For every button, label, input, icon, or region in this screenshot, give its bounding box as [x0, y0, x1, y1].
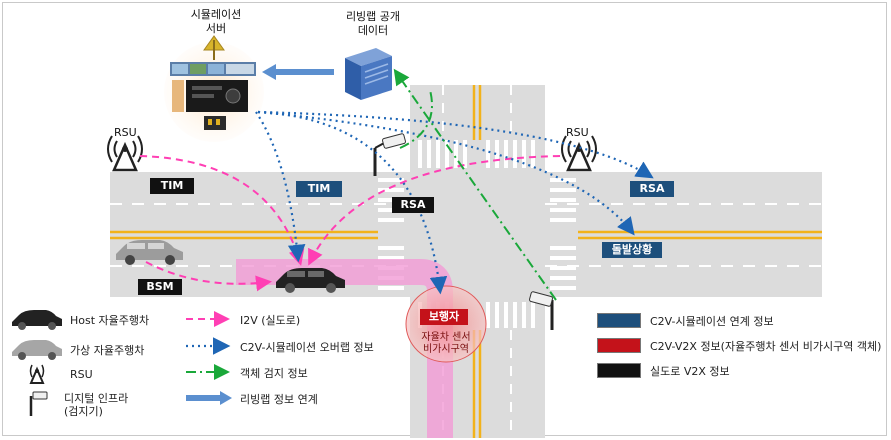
object-detect-arrow-top	[399, 89, 433, 149]
legend-c2v-sim-label: C2V-시뮬레이션 연계 정보	[650, 315, 774, 328]
public-data-server-icon	[345, 48, 392, 100]
legend-livinglab-arrowhead	[220, 391, 232, 405]
legend-c2v-sim-swatch	[597, 313, 641, 328]
object-detect-arrow-bottom	[393, 68, 557, 301]
incident-blue-tag: 돌발상황	[602, 242, 662, 258]
public-data-label: 리빙랩 공개 데이터	[336, 10, 410, 38]
tim-black-tag: TIM	[150, 178, 194, 194]
blind-zone-label: 자율차 센서 비가시구역	[414, 332, 478, 356]
bsm-black-tag: BSM	[138, 279, 182, 295]
legend-rsu-icon	[29, 364, 45, 384]
livinglab-link-arrowhead	[262, 64, 276, 80]
rsu-right-icon	[561, 135, 597, 172]
blind-zone-line1: 자율차 센서	[421, 332, 471, 343]
host-vehicle-icon	[276, 268, 345, 293]
public-data-label-line1: 리빙랩 공개	[345, 10, 401, 23]
virtual-vehicle-icon	[116, 240, 183, 265]
c2v-arrow-incident	[257, 110, 635, 236]
public-data-label-line2: 데이터	[357, 24, 389, 37]
rsa-blue-tag: RSA	[630, 181, 674, 197]
i2v-arrow-rsu-right	[308, 155, 561, 266]
blind-zone-line2: 비가시구역	[423, 344, 469, 355]
legend-digital-infra-line1: 디지털 인프라	[64, 392, 129, 405]
legend-real-v2x-label: 실도로 V2X 정보	[650, 365, 730, 378]
camera-bottom-icon	[529, 291, 554, 330]
i2v-arrow-rsu-left	[139, 155, 305, 266]
rsu-left-icon	[107, 135, 143, 172]
c2v-arrow-pedestrian	[257, 110, 448, 295]
legend-c2v-overlap-label: C2V-시뮬레이션 오버랩 정보	[240, 341, 374, 354]
tim-blue-tag: TIM	[296, 181, 342, 197]
server-label-line2: 서버	[205, 22, 227, 35]
rsu-left-label: RSU	[114, 126, 137, 139]
legend-livinglab-label: 리빙랩 정보 연계	[240, 393, 318, 406]
server-label-line1: 시뮬레이션	[190, 8, 242, 21]
simulation-server-icon	[164, 35, 264, 142]
camera-top-icon	[373, 133, 406, 176]
legend-i2v-label: I2V (실도로)	[240, 314, 301, 327]
legend-c2v-v2x-swatch	[597, 338, 641, 353]
crosswalk-top	[418, 140, 535, 168]
legend-host-vehicle-icon	[12, 310, 62, 330]
legend-host-vehicle-label: Host 자율주행차	[70, 314, 150, 327]
legend-rsu-label: RSU	[70, 368, 93, 381]
legend-virtual-vehicle-icon	[12, 340, 62, 360]
pedestrian-red-tag: 보행자	[420, 309, 468, 325]
i2v-arrow-bsm	[145, 261, 272, 292]
rsu-right-label: RSU	[566, 126, 589, 139]
legend-digital-infra-label: 디지털 인프라 (검지기)	[64, 392, 128, 418]
legend-real-v2x-swatch	[597, 363, 641, 378]
simulation-server-label: 시뮬레이션 서버	[188, 8, 244, 36]
legend-digital-infra-line2: (검지기)	[64, 405, 103, 418]
legend-c2v-v2x-label: C2V-V2X 정보(자율주행차 센서 비가시구역 객체)	[650, 340, 882, 353]
c2v-arrow-tim	[255, 111, 306, 263]
legend-virtual-vehicle-label: 가상 자율주행차	[70, 344, 145, 357]
rsa-black-tag: RSA	[392, 197, 434, 213]
legend-object-detect-label: 객체 검지 정보	[240, 367, 308, 380]
legend-camera-icon	[29, 391, 48, 416]
